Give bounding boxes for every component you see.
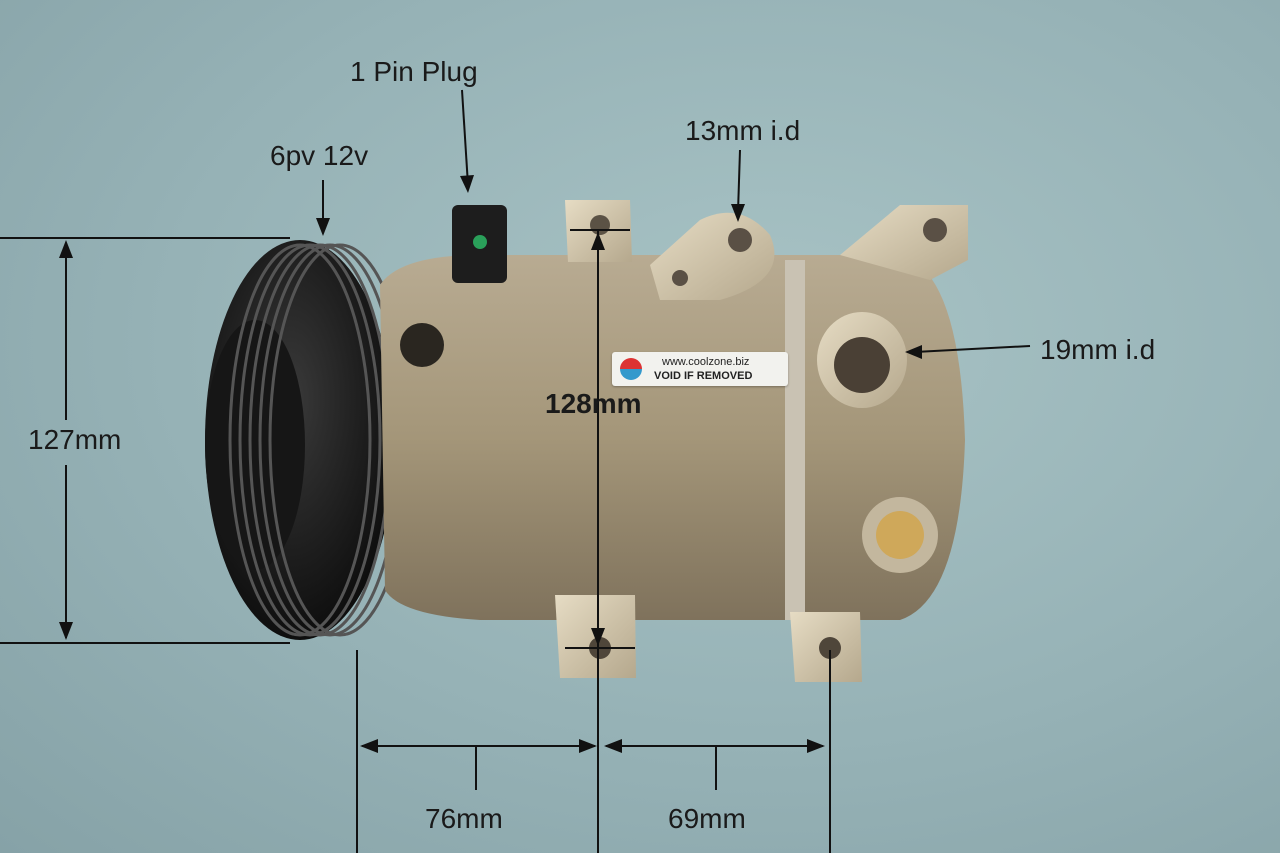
compressor-body (380, 200, 968, 682)
sticker-warning: VOID IF REMOVED (654, 370, 753, 382)
label-pin-plug: 1 Pin Plug (350, 56, 478, 87)
coolzone-logo-icon (620, 358, 642, 380)
label-height: 127mm (28, 424, 122, 455)
arrow-heads (59, 175, 922, 753)
dimension-lines (0, 89, 1031, 853)
label-pulley: 6pv 12v (270, 140, 369, 171)
warranty-sticker: www.coolzone.biz VOID IF REMOVED (612, 352, 788, 386)
pulley (205, 240, 412, 640)
label-discharge-port: 19mm i.d (1040, 334, 1156, 365)
label-pulley-to-mount: 76mm (425, 803, 503, 834)
sticker-website: www.coolzone.biz (662, 356, 750, 368)
label-suction-port: 13mm i.d (685, 115, 801, 146)
label-mount-span: 128mm (545, 388, 642, 419)
label-mount-to-mount: 69mm (668, 803, 746, 834)
